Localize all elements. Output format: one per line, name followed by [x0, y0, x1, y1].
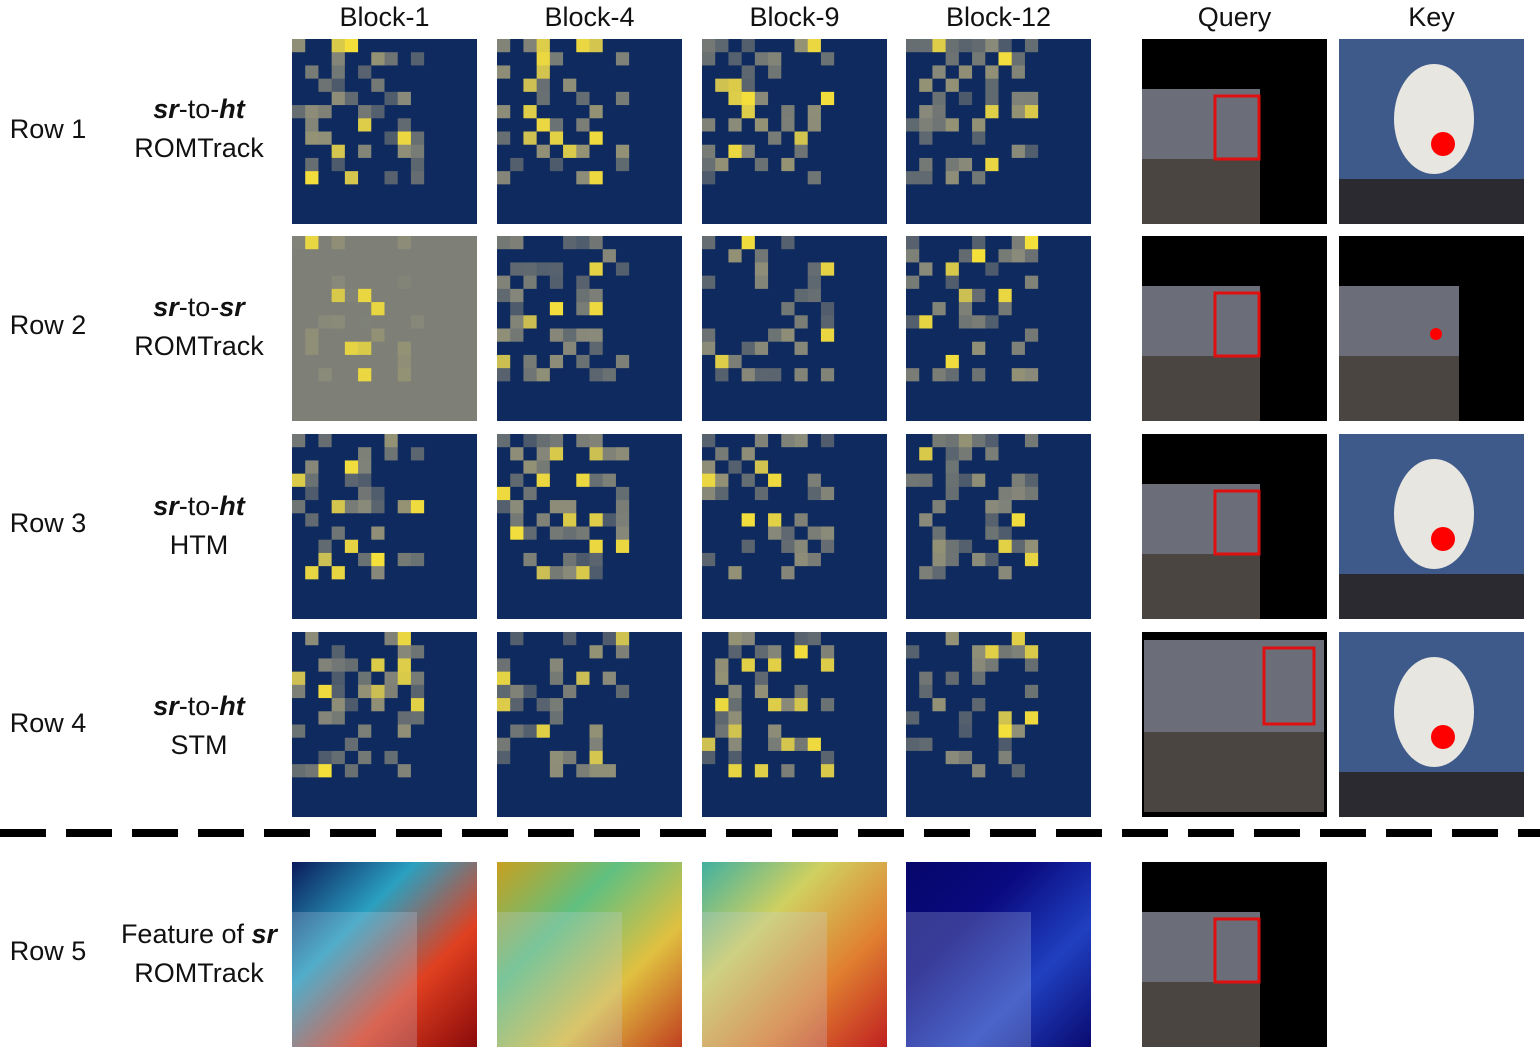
attention-map-row1-block1 — [292, 39, 477, 224]
attention-map-row1-block9 — [702, 39, 887, 224]
attention-map-row2-block4 — [497, 236, 682, 421]
key-image-row3 — [1339, 434, 1524, 619]
query-dot-marker — [1431, 132, 1455, 156]
header-query: Query — [1197, 2, 1272, 32]
query-image-row5 — [1142, 862, 1327, 1047]
method-model: ROMTrack — [134, 133, 264, 163]
attention-map-row4-block9 — [702, 632, 887, 817]
key-image-row4 — [1339, 632, 1524, 817]
attention-map-row4-block1 — [292, 632, 477, 817]
feature-map-row5-block4 — [497, 862, 682, 1047]
method-bold-a: sr — [153, 94, 179, 124]
query-dot-marker — [1430, 328, 1442, 340]
method-label-5: Feature of sr ROMTrack — [108, 915, 290, 993]
row-label-2: Row 2 — [9, 310, 87, 340]
attention-map-row3-block1 — [292, 434, 477, 619]
attention-map-row3-block9 — [702, 434, 887, 619]
attention-map-row3-block12 — [906, 434, 1091, 619]
header-block-1: Block-1 — [339, 2, 430, 32]
method-mid: -to- — [178, 292, 220, 322]
method-model: ROMTrack — [134, 331, 264, 361]
attention-map-row2-block12 — [906, 236, 1091, 421]
attention-map-row1-block4 — [497, 39, 682, 224]
attention-map-row4-block12 — [906, 632, 1091, 817]
method-label-4: sr-to-ht STM — [108, 687, 290, 765]
query-dot-marker — [1431, 527, 1455, 551]
method-model: ROMTrack — [134, 958, 264, 988]
method-bold-a: sr — [251, 919, 278, 949]
attention-map-row1-block12 — [906, 39, 1091, 224]
row-label-3: Row 3 — [9, 508, 87, 538]
method-mid: -to- — [178, 491, 220, 521]
method-bold-b: ht — [219, 491, 245, 521]
method-bold-b: ht — [219, 691, 245, 721]
row-label-4: Row 4 — [9, 708, 87, 738]
method-model: STM — [170, 730, 228, 760]
method-bold-a: sr — [153, 691, 179, 721]
row-label-1: Row 1 — [9, 114, 87, 144]
header-block-9: Block-9 — [749, 2, 840, 32]
header-key: Key — [1408, 2, 1455, 32]
query-image-row1 — [1142, 39, 1327, 224]
query-image-row2 — [1142, 236, 1327, 421]
method-bold-b: ht — [219, 94, 245, 124]
method-prefix: Feature of — [120, 919, 252, 949]
row-label-5: Row 5 — [9, 936, 87, 966]
query-image-row3 — [1142, 434, 1327, 619]
attention-map-row3-block4 — [497, 434, 682, 619]
attention-map-row4-block4 — [497, 632, 682, 817]
feature-map-row5-block12 — [906, 862, 1091, 1047]
query-dot-marker — [1431, 725, 1455, 749]
key-image-row2 — [1339, 236, 1524, 421]
method-model: HTM — [169, 530, 229, 560]
method-bold-a: sr — [153, 491, 179, 521]
attention-map-row2-block9 — [702, 236, 887, 421]
dashed-separator — [0, 829, 1540, 837]
method-bold-a: sr — [153, 292, 179, 322]
feature-map-row5-block9 — [702, 862, 887, 1047]
feature-map-row5-block1 — [292, 862, 477, 1047]
header-block-12: Block-12 — [945, 2, 1052, 32]
header-block-4: Block-4 — [544, 2, 635, 32]
method-label-2: sr-to-sr ROMTrack — [108, 288, 290, 366]
method-bold-b: sr — [219, 292, 245, 322]
query-image-row4 — [1142, 632, 1327, 817]
key-image-row1 — [1339, 39, 1524, 224]
attention-map-row2-block1 — [292, 236, 477, 421]
method-mid: -to- — [178, 94, 220, 124]
method-label-3: sr-to-ht HTM — [108, 487, 290, 565]
method-mid: -to- — [178, 691, 220, 721]
method-label-1: sr-to-ht ROMTrack — [108, 90, 290, 168]
